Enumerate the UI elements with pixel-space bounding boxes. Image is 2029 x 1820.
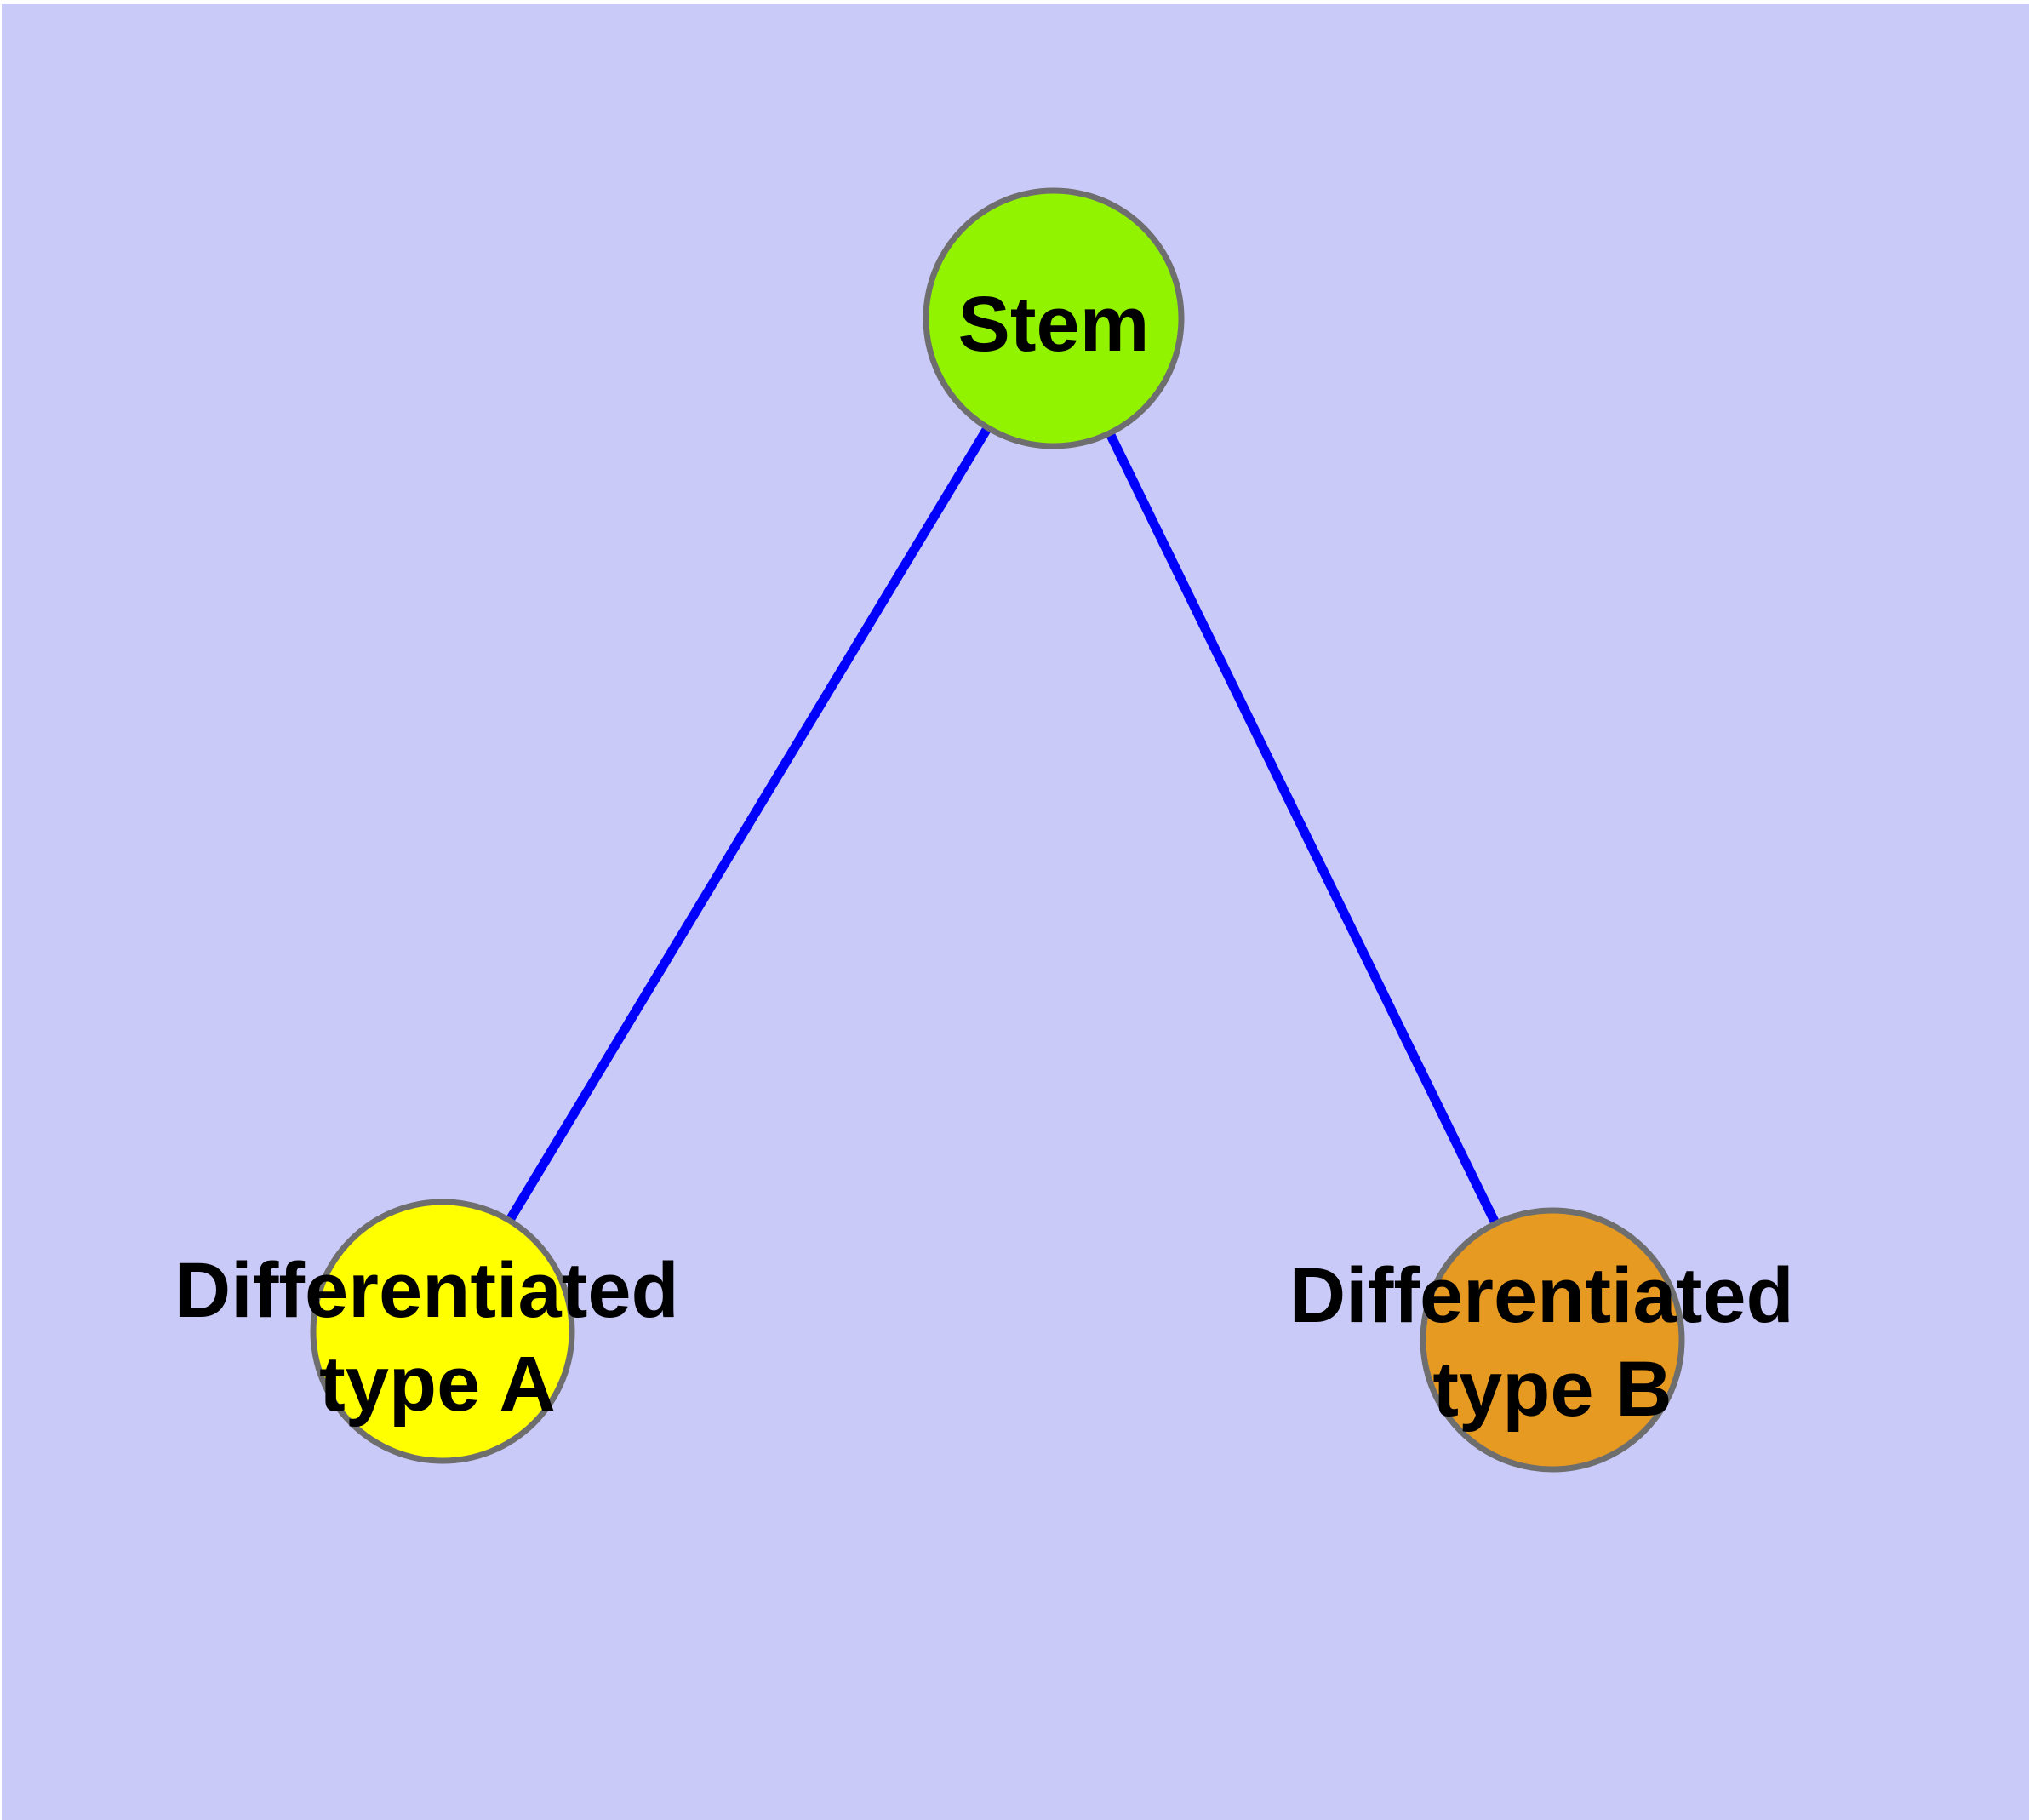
edge-stem-to-type-b (1049, 316, 1557, 1342)
node-differentiated-type-a (310, 1199, 575, 1464)
node-label-type-a: Differentiated type A (174, 1247, 701, 1428)
node-label-type-b-line-2: type B (1432, 1346, 1672, 1433)
node-label-stem: Stem (958, 281, 1150, 368)
node-label-type-b-line-1: Differentiated (1289, 1252, 1794, 1339)
edge-stem-to-type-a (438, 316, 1058, 1334)
node-label-type-a-line-2: type A (319, 1341, 556, 1428)
node-label-type-a-line-1: Differentiated (174, 1247, 679, 1334)
node-differentiated-type-b (1420, 1207, 1685, 1473)
node-stem (923, 187, 1185, 449)
node-label-type-b: Differentiated type B (1289, 1252, 1816, 1433)
